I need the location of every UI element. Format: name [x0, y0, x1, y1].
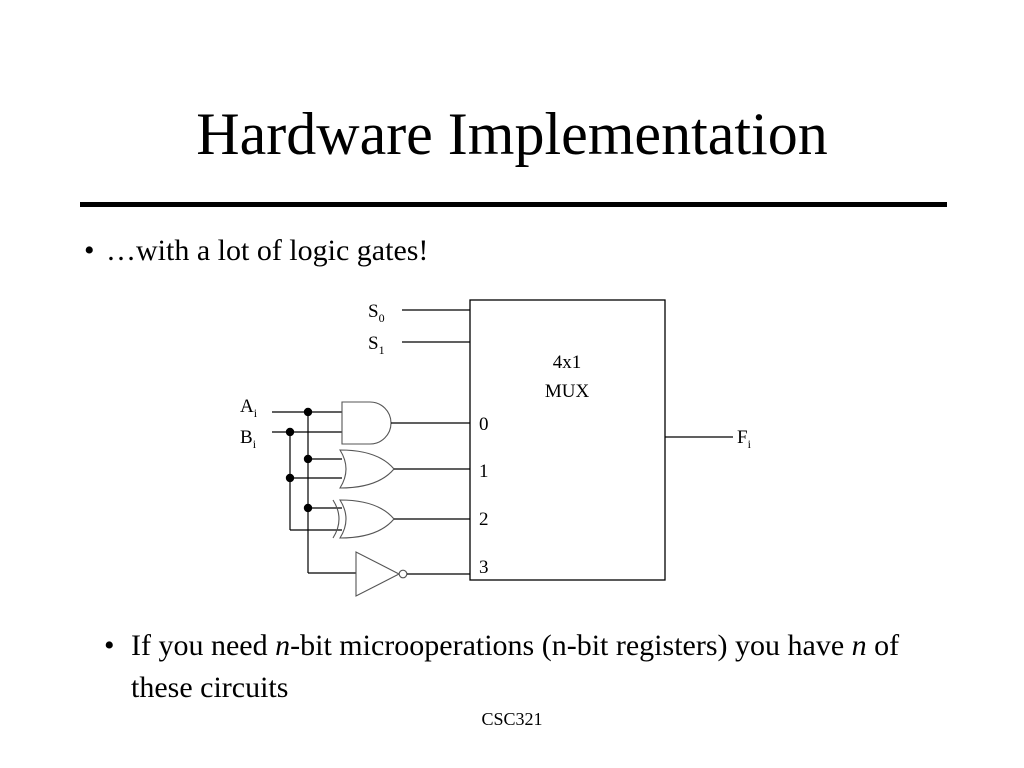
- bullet-symbol: •: [104, 629, 115, 662]
- slide-footer: CSC321: [481, 709, 543, 729]
- b-bus-wires: [272, 431, 342, 531]
- bullet-text: …with a lot of logic gates!: [106, 234, 429, 267]
- bi-label: Bi: [240, 427, 257, 451]
- xor-gate-extra-arc: [332, 499, 340, 539]
- junction-dots: [285, 407, 313, 513]
- s0-label: S0: [368, 301, 385, 325]
- slide-title: Hardware Implementation: [196, 101, 828, 167]
- not-gate: [355, 551, 401, 597]
- mux-label-size: 4x1: [553, 352, 582, 373]
- or-gate: [339, 449, 395, 489]
- a-bus-wires: [272, 411, 356, 574]
- mux-input-0-label: 0: [479, 414, 489, 435]
- ai-label: Ai: [240, 396, 258, 420]
- bullet-symbol: •: [84, 234, 95, 267]
- mux-label-name: MUX: [545, 381, 590, 402]
- mux-input-3-label: 3: [479, 557, 489, 578]
- not-gate-bubble: [398, 569, 408, 579]
- mux-input-2-label: 2: [479, 509, 489, 530]
- mux-input-1-label: 1: [479, 461, 489, 482]
- title-divider: [80, 202, 947, 207]
- bullet-text: If you need n-bit microoperations (n-bit…: [131, 629, 900, 704]
- mux-box: [469, 299, 666, 581]
- and-gate: [341, 401, 392, 445]
- bullet-item: • …with a lot of logic gates!: [84, 232, 428, 270]
- xor-gate: [339, 499, 395, 539]
- s1-label: S1: [368, 333, 385, 357]
- fi-label: Fi: [737, 427, 752, 451]
